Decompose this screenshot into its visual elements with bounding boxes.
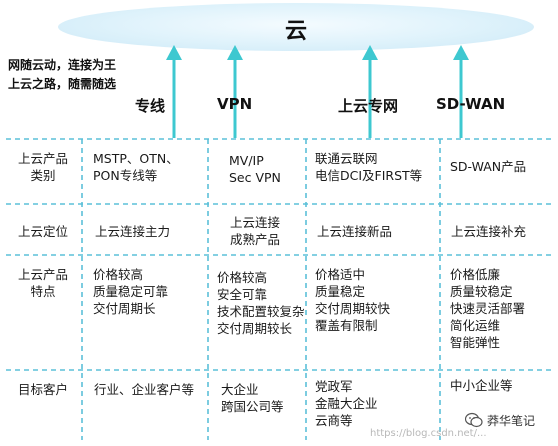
cell-cloud-network-customers: 党政军金融大企业云商等 [315,379,378,428]
category-label-leased-line: 专线 [135,97,166,115]
category-label-cloud-network: 上云专网 [338,97,399,115]
cell-cloud-network-positioning: 上云连接新品 [317,224,393,239]
category-label-sdwan: SD-WAN [436,95,506,113]
arrow-sdwan-head [453,45,469,60]
arrows [166,45,469,138]
watermark-url: https://blog.csdn.net/... [370,428,487,439]
cell-cloud-network-category: 联通云联网电信DCI及FIRST等 [315,151,423,183]
cell-leased-line-features: 价格较高质量稳定可靠交付周期长 [93,267,169,316]
row-header-target-customers: 目标客户 [17,382,68,397]
arrow-vpn-head [227,45,243,60]
cell-leased-line-category: MSTP、OTN、PON专线等 [93,151,179,183]
cell-vpn-features: 价格较高安全可靠技术配置较复杂交付周期较长 [217,270,305,336]
cell-leased-line-customers: 行业、企业客户等 [94,382,195,397]
row-header-positioning: 上云定位 [17,224,68,239]
watermark-name: 莽华笔记 [487,414,536,428]
cell-sdwan-positioning: 上云连接补充 [451,224,527,239]
category-label-vpn: VPN [217,95,253,113]
cloud-shape: 云 [58,3,534,51]
cell-leased-line-positioning: 上云连接主力 [95,224,171,239]
row-header-product-category: 上云产品类别 [17,151,68,183]
cell-sdwan-category: SD-WAN产品 [450,159,527,174]
arrow-cloud-network-head [362,45,378,60]
wechat-icon [465,412,483,428]
cell-cloud-network-features: 价格适中质量稳定交付周期较快覆盖有限制 [315,267,391,333]
cell-vpn-positioning: 上云连接成熟产品 [230,215,281,247]
cell-vpn-customers: 大企业跨国公司等 [221,382,284,414]
cell-sdwan-features: 价格低廉质量较稳定快速灵活部署简化运维智能弹性 [450,267,526,350]
arrow-leased-line-head [166,45,182,60]
slogan-line-2: 上云之路，随需随选 [8,77,117,91]
slogan-line-1: 网随云动，连接为王 [8,58,117,72]
row-header-features: 上云产品特点 [17,267,68,299]
cloud-title: 云 [284,19,307,44]
cell-sdwan-customers: 中小企业等 [450,378,513,393]
